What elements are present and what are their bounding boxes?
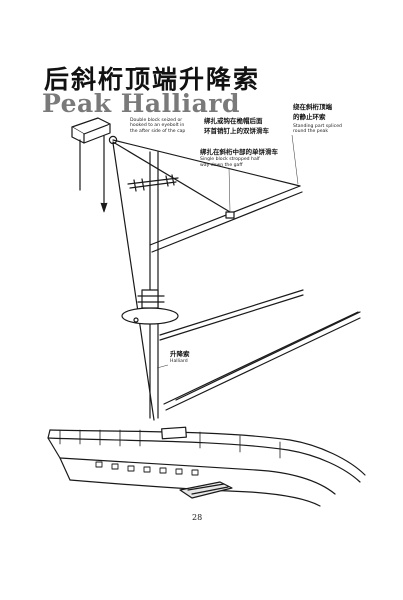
gaff-block (225, 211, 235, 219)
mast (149, 151, 159, 419)
leader-gaff-block (228, 167, 231, 212)
label-standing-en-line2: round the peak (293, 129, 329, 135)
halliard-standing-part (112, 139, 301, 187)
label-block-zh-line1: 绑扎或钩在桅帽后面 (204, 117, 263, 125)
crosstrees (127, 174, 179, 192)
label-standing-zh-line1: 绕在斜桁顶端 (293, 103, 332, 111)
label-block-en-line1: Double block seized or (130, 118, 183, 123)
label-gaff-zh: 绑扎在斜桁中部的单饼滑车 (200, 148, 278, 156)
lower-gaff (159, 289, 304, 341)
label-halliard-en: Halliard (170, 359, 188, 365)
label-standing-zh-line2: 的静止环索 (293, 113, 326, 122)
label-block-en-line3: the after side of the cap (130, 128, 186, 134)
sheet-line (175, 311, 361, 401)
label-gaff-en-line2: way down the gaff (200, 162, 243, 168)
leader-halliard (156, 364, 169, 369)
mast-top-platform (121, 289, 179, 325)
rail-posts (59, 429, 281, 459)
halliard-to-deck (112, 142, 155, 421)
page-number: 28 (192, 513, 203, 522)
chinese-title: 后斜桁顶端升降索 (44, 65, 261, 94)
label-block-zh: 绑扎或钩在桅帽后面 环首销钉上的双饼滑车 (204, 117, 304, 136)
label-gaff-en-line1: Single block stropped half (200, 157, 260, 163)
leader-standing-part (291, 134, 299, 185)
label-block-en-line2: hooked to an eyebolt in (130, 123, 185, 129)
boom (163, 311, 361, 411)
label-standing-part: 绕在斜桁顶端 的静止环索 Standing part spliced round… (293, 103, 363, 135)
label-halliard-zh: 升降索 (170, 350, 190, 358)
hull (47, 429, 366, 507)
gun-ports (95, 461, 199, 476)
english-title: Peak Halliard (42, 89, 240, 118)
label-halliard: 升降索 Halliard (170, 350, 210, 365)
label-standing-en-line1: Standing part spliced (293, 123, 342, 129)
mast-cap (71, 117, 111, 144)
halliard-to-gaff-block (112, 141, 231, 213)
label-block-zh-line2: 环首销钉上的双饼滑车 (204, 127, 269, 136)
label-block-en: Double block seized or hooked to an eyeb… (130, 118, 210, 134)
deck-hatch (161, 426, 187, 440)
stern-house (179, 481, 233, 499)
label-gaff-block: 绑扎在斜桁中部的单饼滑车 Single block stropped half … (200, 148, 310, 168)
gaff (149, 185, 303, 253)
